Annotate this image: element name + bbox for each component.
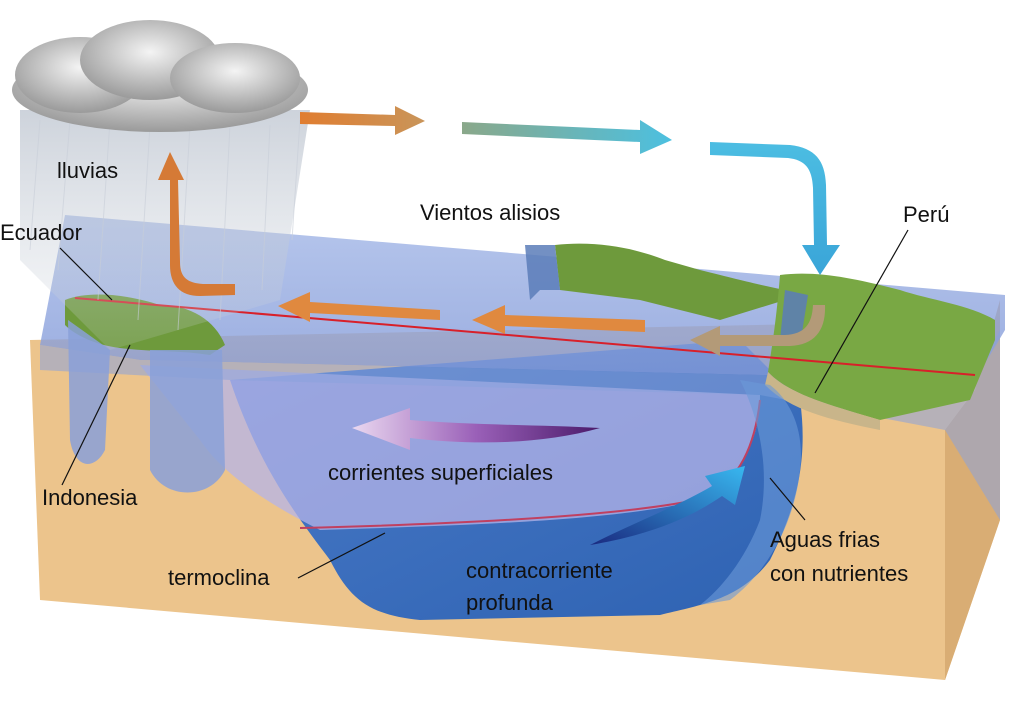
label-lluvias: lluvias [57,158,118,183]
surface-wind-arrows [158,152,826,356]
termoclina-leader [297,532,386,579]
leader-lines [59,229,909,579]
label-aguas-frias: Aguas frias [770,527,880,552]
label-corrientes-superficiales: corrientes superficiales [328,460,553,485]
indonesia-leader [61,344,131,486]
land-cliff-left [525,245,560,300]
label-indonesia: Indonesia [42,485,138,510]
indonesia-pillar-2 [150,350,225,493]
rain-cloud [12,20,308,132]
surface-arrow-3 [278,292,440,322]
trade-wind-arrows [300,106,840,275]
trade-wind-arrow-3 [710,142,840,275]
label-ecuador: Ecuador [0,220,82,245]
rain-shaft [20,110,310,350]
indonesia-pillar-1 [68,320,110,464]
surface-arrow-peru [690,305,826,356]
label-contracorriente: contracorriente [466,558,613,583]
peru-leader [814,229,909,394]
deep-countercurrent-arrow [590,466,745,545]
surface-arrow-2 [472,305,645,334]
central-america-land [555,243,785,320]
water-front-face [40,330,1000,520]
thermocline-line [299,399,761,529]
labels: lluvias Ecuador Vientos alisios Perú Ind… [0,158,949,615]
rising-air-arrow [158,152,235,296]
aguas-leader [769,477,806,521]
label-con-nutrientes: con nutrientes [770,561,908,586]
rain-streaks [29,119,301,331]
cold-upwelling-zone [700,380,801,605]
label-termoclina: termoclina [168,565,270,590]
trade-wind-arrow-2 [462,120,672,154]
warm-surface-layer [140,365,760,530]
label-vientos-alisios: Vientos alisios [420,200,560,225]
surface-current-arrow [352,408,600,450]
label-profunda: profunda [466,590,554,615]
ecuador-leader [59,247,113,301]
label-peru: Perú [903,202,949,227]
trade-wind-arrow-1 [300,106,425,135]
peru-shore [765,372,880,430]
